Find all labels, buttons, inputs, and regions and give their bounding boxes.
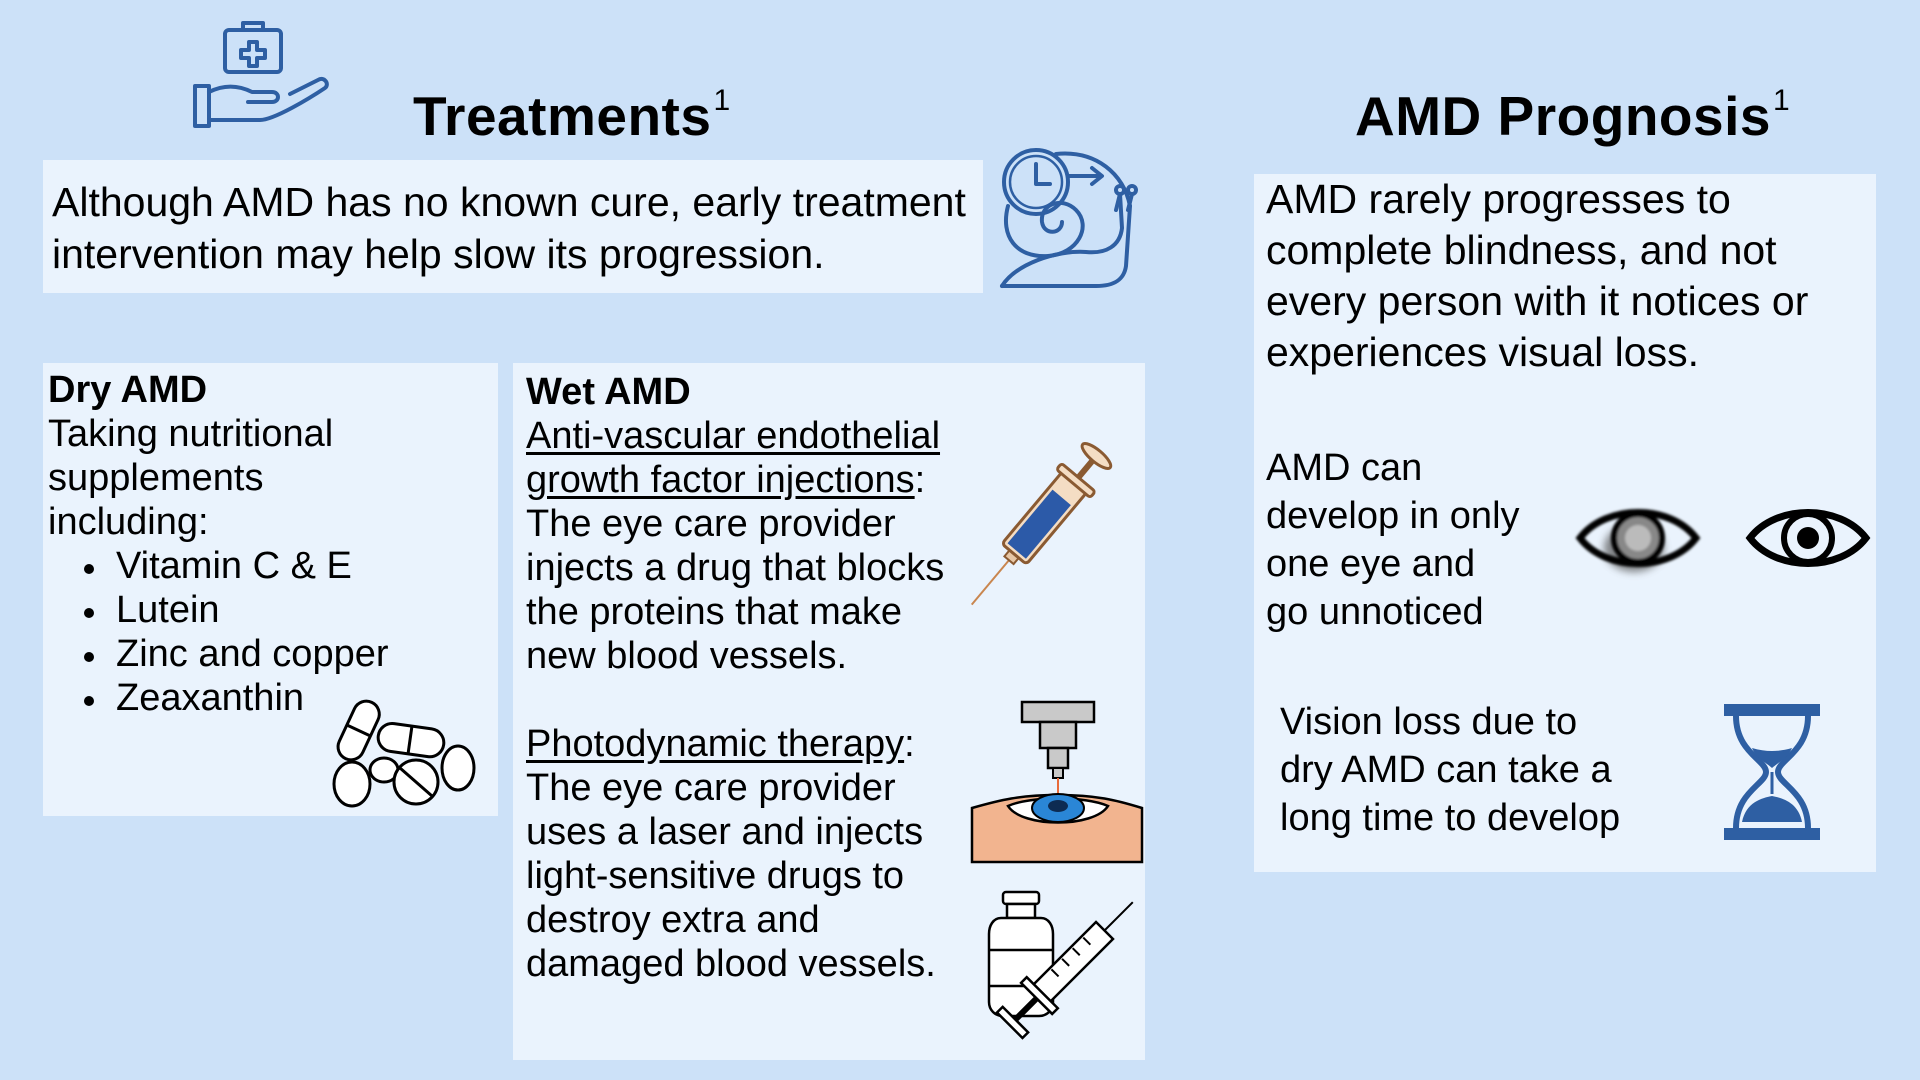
list-item: Lutein: [84, 588, 389, 632]
laser-eye-icon: [970, 700, 1144, 864]
wet-amd-heading: Wet AMD: [526, 371, 691, 413]
hand-medical-kit-icon: [193, 21, 329, 128]
eye-icon: [1745, 509, 1871, 567]
syringe-icon: [970, 442, 1113, 606]
list-item: Zeaxanthin: [84, 676, 389, 720]
treatments-title: Treatments1: [413, 83, 731, 147]
treatments-intro-text: Although AMD has no known cure, early tr…: [52, 179, 966, 277]
prognosis-title: AMD Prognosis1: [1355, 83, 1791, 147]
slow-progress-text: Vision loss due to dry AMD can take a lo…: [1280, 701, 1621, 839]
wet-amd-text: Wet AMD Anti-vascular endothelial growth…: [526, 371, 945, 985]
pills-icon: [332, 699, 476, 808]
anti-vegf-title: Anti-vascular endothelial: [526, 415, 941, 457]
hourglass-icon: [1724, 704, 1820, 840]
list-item: Zinc and copper: [84, 633, 389, 675]
one-eye-text: AMD can develop in only one eye and go u…: [1266, 447, 1520, 633]
prognosis-intro: AMD rarely progresses to complete blindn…: [1266, 176, 1809, 375]
supplement-list: Vitamin C & E Lutein Zinc and copper Zea…: [48, 544, 389, 720]
blurred-eye-icon: [1575, 509, 1701, 572]
list-item: Vitamin C & E: [84, 544, 389, 588]
dry-amd-text: Dry AMD Taking nutritional supplements i…: [48, 369, 389, 720]
vial-syringe-icon: [987, 890, 1134, 1040]
dry-amd-heading: Dry AMD: [48, 369, 208, 411]
clock-snail-icon: [1000, 148, 1138, 288]
photodynamic-title: Photodynamic therapy: [526, 723, 905, 765]
treatments-intro-panel: [43, 160, 983, 293]
anti-vegf-title-2: growth factor injections: [526, 459, 915, 501]
